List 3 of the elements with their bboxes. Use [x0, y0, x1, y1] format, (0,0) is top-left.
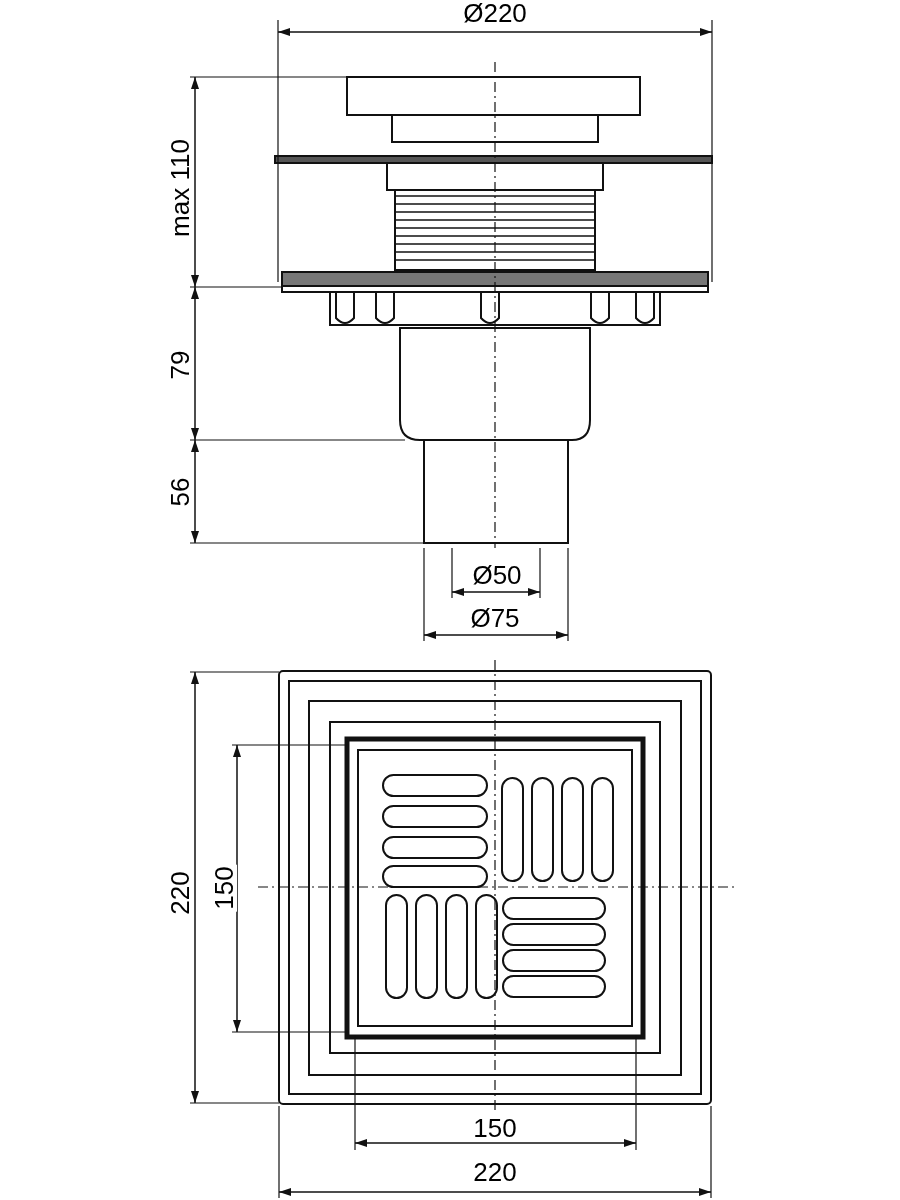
- dimension-label: Ø50: [470, 562, 524, 588]
- dimension-label: Ø75: [468, 605, 522, 631]
- dimension-label: Ø220: [461, 0, 529, 26]
